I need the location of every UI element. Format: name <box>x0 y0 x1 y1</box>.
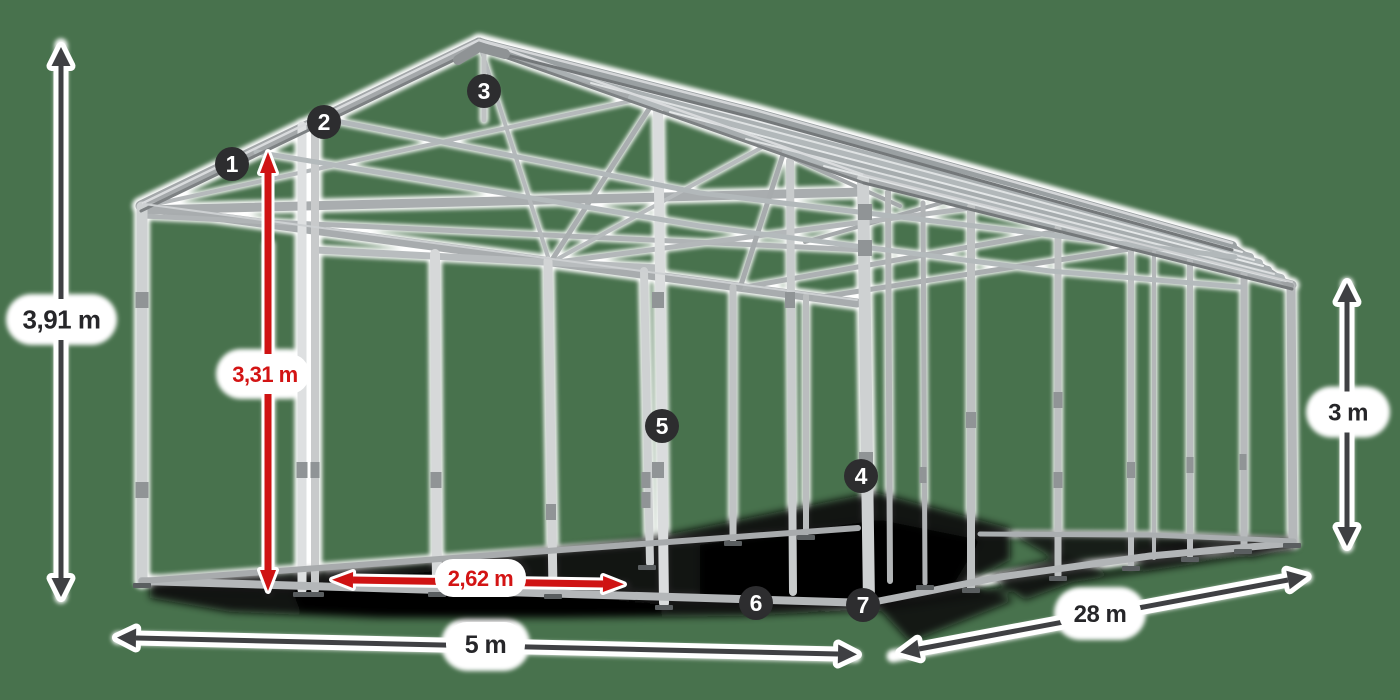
svg-text:3,91 m: 3,91 m <box>23 305 101 335</box>
svg-text:7: 7 <box>857 592 870 618</box>
svg-text:3,31 m: 3,31 m <box>232 362 298 387</box>
svg-text:2,62 m: 2,62 m <box>448 566 514 591</box>
svg-text:3: 3 <box>478 78 491 104</box>
svg-text:4: 4 <box>855 463 868 489</box>
svg-text:3 m: 3 m <box>1328 400 1368 427</box>
svg-text:28 m: 28 m <box>1074 601 1127 628</box>
svg-text:5: 5 <box>656 413 669 439</box>
svg-text:1: 1 <box>226 151 239 177</box>
svg-text:6: 6 <box>750 590 763 616</box>
svg-text:5 m: 5 m <box>465 631 507 659</box>
svg-text:2: 2 <box>318 109 331 135</box>
